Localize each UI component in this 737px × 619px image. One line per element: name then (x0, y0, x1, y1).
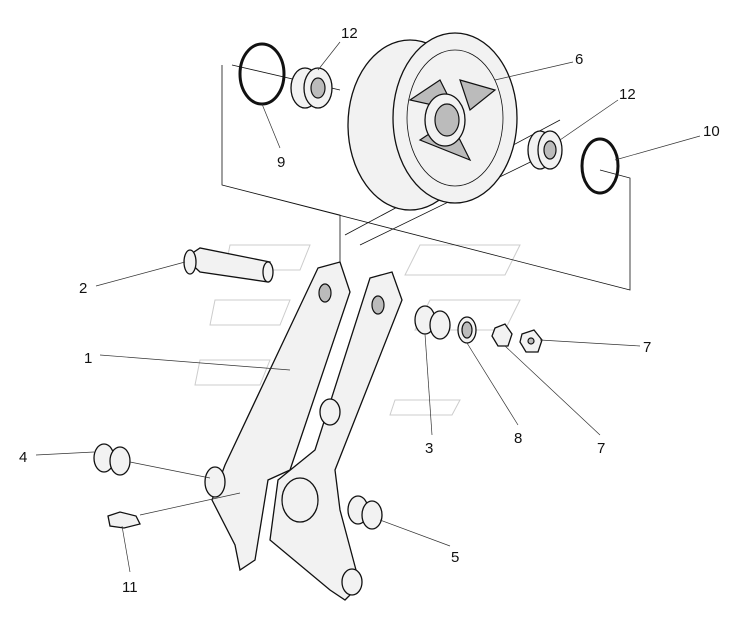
bushing-3 (414, 305, 451, 340)
callout-3: 3 (425, 440, 433, 457)
assembly-line (221, 64, 631, 291)
callout-5: 5 (451, 549, 459, 566)
bushing-4 (93, 443, 131, 476)
bearing-12-left (290, 67, 333, 109)
callout-8: 8 (514, 430, 522, 447)
washer-8 (457, 316, 477, 344)
callout-4: 4 (19, 449, 27, 466)
callout-7-lower: 7 (597, 440, 605, 457)
callout-10: 10 (703, 123, 720, 140)
pin-2 (183, 247, 274, 283)
snap-ring-9 (238, 42, 286, 106)
callout-9: 9 (277, 154, 285, 171)
callout-1: 1 (84, 350, 92, 367)
snap-ring-10 (580, 137, 620, 195)
bushing-5 (347, 495, 383, 530)
nut-7-right (519, 329, 543, 353)
callout-2: 2 (79, 280, 87, 297)
callout-6: 6 (575, 51, 583, 68)
nut-7-left (491, 323, 513, 347)
bearing-12-right (527, 130, 563, 170)
leader-lines (35, 41, 701, 573)
grease-fitting-11 (107, 511, 141, 529)
callout-11: 11 (122, 579, 138, 596)
callout-12-right: 12 (619, 86, 636, 103)
callout-12-left: 12 (341, 25, 358, 42)
wheel-6 (347, 32, 518, 211)
arm-1 (204, 261, 403, 601)
callout-7-nut: 7 (643, 339, 651, 356)
